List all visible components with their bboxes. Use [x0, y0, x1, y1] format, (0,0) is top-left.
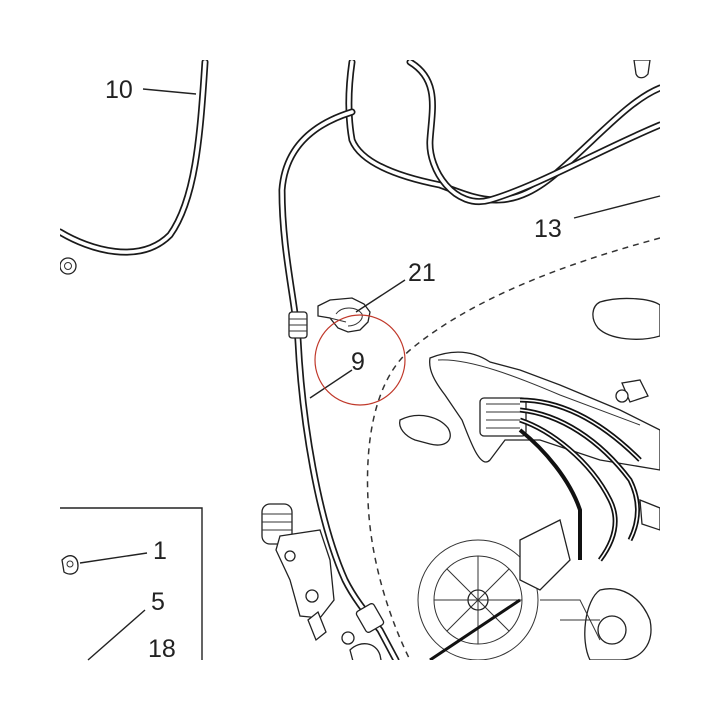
nut-left [60, 257, 77, 275]
hose-10 [60, 60, 209, 256]
inset-box [60, 507, 203, 660]
callout-13: 13 [534, 215, 562, 243]
clip-21 [317, 297, 371, 333]
callout-9: 9 [351, 348, 365, 376]
top-right-fitting [633, 60, 651, 79]
highlight-circle [314, 314, 406, 406]
hose-coupling [288, 311, 308, 339]
callout-labels: 10 13 21 9 1 5 18 [105, 76, 562, 663]
hose-13 [345, 60, 660, 206]
main-hose [278, 108, 400, 660]
callout-10: 10 [105, 76, 133, 104]
brake-master-cylinder [261, 503, 355, 645]
bike-outline-dashed [366, 237, 660, 660]
callout-5: 5 [151, 588, 165, 616]
motorcycle [399, 297, 660, 660]
bolt-1 [61, 555, 79, 575]
leader-lines [79, 88, 661, 661]
callout-18: 18 [148, 635, 176, 663]
callout-1: 1 [153, 537, 167, 565]
callout-21: 21 [408, 259, 436, 287]
lower-coupling [349, 603, 385, 660]
